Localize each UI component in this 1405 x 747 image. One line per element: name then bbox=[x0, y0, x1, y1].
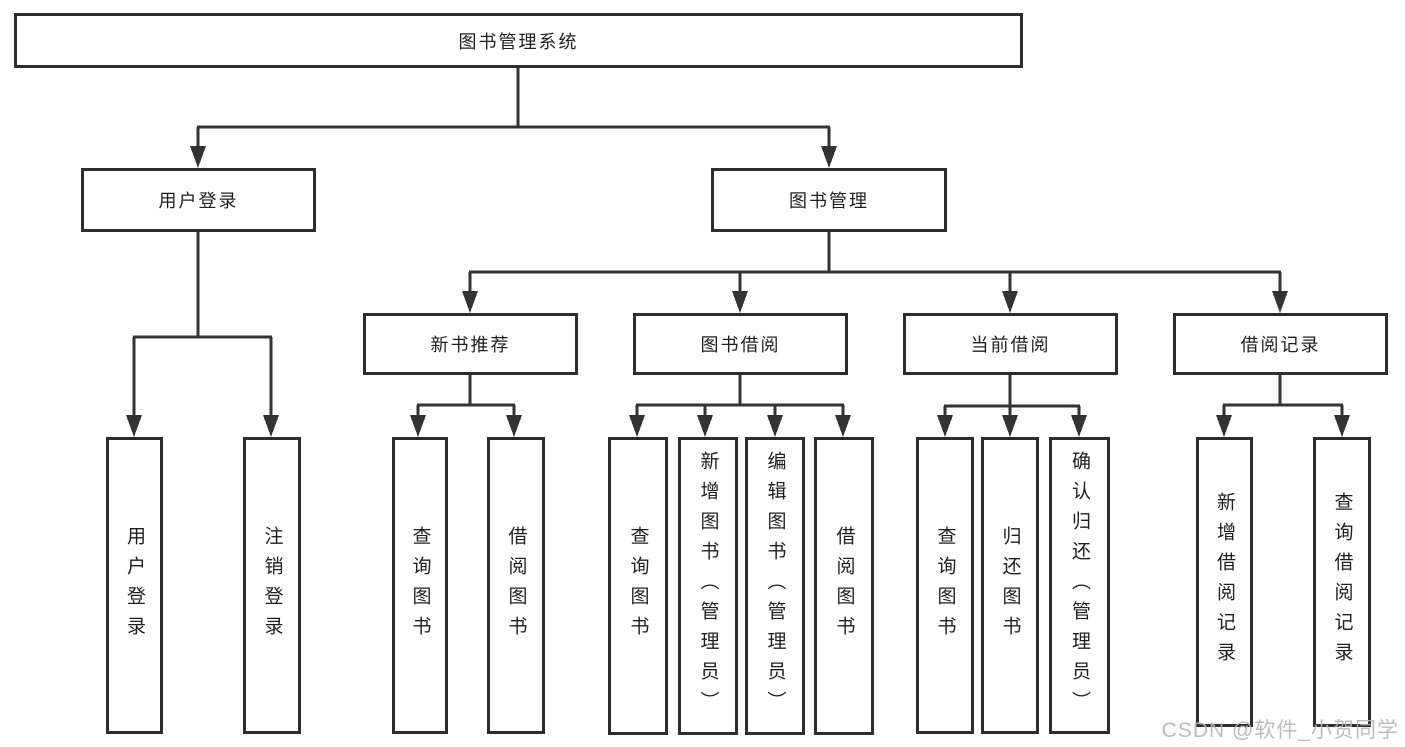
leaf-br-query-record: 查询借阅记录 bbox=[1313, 437, 1371, 727]
leaf-br-query-record-label: 查询借阅记录 bbox=[1331, 492, 1353, 672]
leaf-bb-query-books-label: 查询图书 bbox=[627, 526, 649, 646]
node-book-mgmt-label: 图书管理 bbox=[789, 191, 869, 211]
node-book-mgmt: 图书管理 bbox=[711, 168, 947, 232]
leaf-cb-return-books: 归还图书 bbox=[981, 437, 1039, 734]
csdn-watermark: CSDN @软件_小贺同学 bbox=[1161, 719, 1399, 742]
node-root-system-label: 图书管理系统 bbox=[458, 31, 579, 52]
leaf-br-add-record-label: 新增借阅记录 bbox=[1214, 492, 1235, 672]
connector-borrow-records-children bbox=[1216, 375, 1350, 437]
leaf-br-add-record: 新增借阅记录 bbox=[1196, 437, 1253, 727]
leaf-logout: 注销登录 bbox=[243, 437, 301, 734]
node-user-login-label: 用户登录 bbox=[158, 191, 239, 211]
leaf-bb-query-books: 查询图书 bbox=[608, 437, 668, 735]
connector-user-login-children bbox=[126, 232, 279, 437]
leaf-cb-confirm-return-admin: 确认归还（管理员） bbox=[1049, 437, 1110, 734]
connector-root-to-level2 bbox=[190, 68, 837, 168]
node-user-login: 用户登录 bbox=[81, 168, 316, 232]
connector-new-book-rec-children bbox=[410, 375, 522, 437]
leaf-cb-return-books-label: 归还图书 bbox=[999, 525, 1021, 646]
leaf-user-login-label: 用户登录 bbox=[124, 525, 145, 646]
leaf-bb-add-books-admin-label: 新增图书（管理员） bbox=[697, 451, 719, 721]
node-current-borrow-label: 当前借阅 bbox=[970, 335, 1051, 355]
leaf-bb-borrow-books-label: 借阅图书 bbox=[833, 526, 855, 646]
leaf-nb-query-books-label: 查询图书 bbox=[409, 525, 431, 646]
leaf-cb-confirm-return-admin-label: 确认归还（管理员） bbox=[1069, 450, 1090, 721]
node-new-book-rec: 新书推荐 bbox=[363, 313, 578, 375]
leaf-user-login: 用户登录 bbox=[106, 437, 163, 734]
connector-current-borrow-children bbox=[937, 375, 1087, 437]
leaf-cb-query-books: 查询图书 bbox=[916, 437, 974, 734]
connector-book-mgmt-children bbox=[462, 232, 1288, 313]
node-book-borrow-label: 图书借阅 bbox=[700, 335, 781, 355]
node-current-borrow: 当前借阅 bbox=[903, 313, 1118, 375]
leaf-bb-add-books-admin: 新增图书（管理员） bbox=[678, 437, 738, 735]
connector-book-borrow-children bbox=[629, 375, 851, 437]
node-borrow-records: 借阅记录 bbox=[1173, 313, 1388, 375]
leaf-nb-borrow-books: 借阅图书 bbox=[487, 437, 545, 734]
leaf-cb-query-books-label: 查询图书 bbox=[934, 525, 956, 646]
leaf-nb-borrow-books-label: 借阅图书 bbox=[505, 525, 527, 646]
leaf-bb-borrow-books: 借阅图书 bbox=[814, 437, 874, 735]
node-root-system: 图书管理系统 bbox=[14, 13, 1023, 68]
node-book-borrow: 图书借阅 bbox=[633, 313, 848, 375]
node-borrow-records-label: 借阅记录 bbox=[1240, 335, 1321, 355]
leaf-logout-label: 注销登录 bbox=[261, 525, 283, 646]
leaf-nb-query-books: 查询图书 bbox=[392, 437, 448, 734]
leaf-bb-edit-books-admin-label: 编辑图书（管理员） bbox=[764, 451, 786, 721]
node-new-book-rec-label: 新书推荐 bbox=[430, 335, 511, 355]
leaf-bb-edit-books-admin: 编辑图书（管理员） bbox=[745, 437, 805, 735]
